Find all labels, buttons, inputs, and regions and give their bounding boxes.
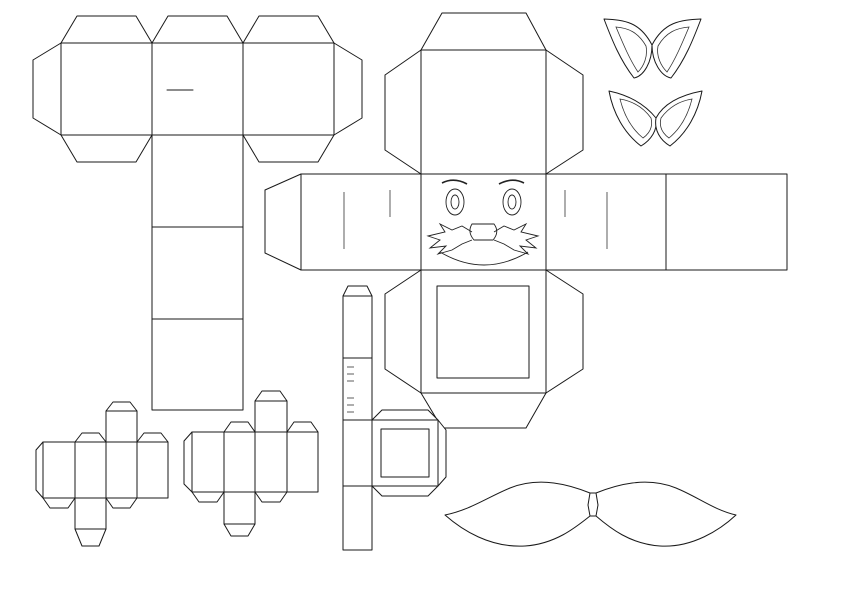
body-cube-net (32, 15, 363, 411)
leg-bottom-flap (74, 528, 107, 547)
head-front-face (420, 173, 547, 271)
mustache-left (426, 222, 473, 255)
body-face-5 (151, 226, 244, 320)
arm-strip (342, 295, 373, 551)
head-top-flap (420, 12, 547, 51)
ear-inner (657, 26, 690, 73)
ear-outer (651, 18, 702, 79)
leg-face (191, 431, 225, 493)
mustache-right (493, 222, 540, 255)
leg-left-tab (35, 441, 44, 499)
leg-side-tab (136, 432, 169, 443)
leg-net-left (35, 401, 169, 547)
body-bottom-flap-1 (60, 134, 153, 163)
hand-inner-square (380, 428, 430, 478)
ear-pair-top (603, 18, 702, 79)
leg-upper-face (105, 410, 138, 443)
body-face-2 (151, 42, 244, 136)
hand-top-flap (371, 409, 439, 421)
leg-bottom-flap (223, 523, 256, 537)
body-face-1 (60, 42, 153, 136)
body-face-3 (242, 42, 335, 136)
ear-outer (608, 90, 657, 147)
head-bottom-right-flap (545, 269, 584, 394)
mustache-left-half (444, 481, 591, 547)
body-right-flap (333, 42, 363, 136)
hand-bottom-flap (371, 485, 439, 497)
head-left-face (300, 173, 422, 271)
leg-side-tab (42, 497, 76, 509)
leg-face (105, 441, 138, 499)
leg-side-tab (191, 491, 225, 503)
leg-net-right (183, 390, 319, 537)
body-top-flap-3 (242, 15, 335, 44)
leg-side-tab (254, 491, 288, 503)
ear-outer (655, 90, 703, 147)
arm-top-flap (342, 285, 373, 297)
body-bottom-flap-3 (242, 134, 335, 163)
body-face-4 (151, 134, 244, 228)
head-top-left-flap (384, 49, 422, 175)
head-top-right-flap (545, 49, 584, 175)
left-pupil (450, 194, 460, 210)
body-top-flap-1 (60, 15, 153, 44)
right-pupil (507, 194, 517, 210)
hand-right-flap (437, 419, 447, 487)
head-cube-net (264, 12, 788, 429)
leg-side-tab (223, 421, 256, 433)
leg-upper-face (254, 400, 288, 433)
right-eyebrow (498, 179, 525, 185)
head-back-face (665, 173, 788, 271)
body-face-6 (151, 318, 244, 411)
ear-inner (619, 98, 652, 139)
leg-face (42, 441, 76, 499)
head-side-flap (264, 173, 302, 271)
leg-top-flap (254, 390, 288, 402)
ears (603, 18, 703, 147)
neck-opening (436, 285, 530, 379)
leg-face (254, 431, 288, 493)
left-eyebrow (441, 179, 468, 185)
leg-side-tab (74, 432, 107, 443)
mustache-knot (587, 492, 599, 517)
mouth (439, 251, 529, 266)
ear-inner (660, 98, 693, 139)
arm-net (342, 285, 447, 551)
ear-inner (615, 26, 647, 73)
leg-lower-face (223, 491, 256, 525)
leg-face (286, 431, 319, 493)
right-eye (502, 188, 522, 216)
nose (469, 223, 498, 241)
leg-face (74, 441, 107, 499)
face-drawing (426, 179, 540, 266)
leg-face (136, 441, 169, 499)
leg-left-tab (183, 431, 193, 493)
head-top-face (420, 49, 547, 175)
body-top-flap-2 (151, 15, 244, 44)
leg-side-tab (286, 421, 319, 433)
leg-side-tab (105, 497, 138, 509)
body-left-flap (32, 42, 62, 136)
leg-lower-face (74, 497, 107, 530)
ear-pair-bottom (608, 90, 703, 147)
ear-outer (603, 18, 653, 79)
leg-face (223, 431, 256, 493)
head-right-face (545, 173, 667, 271)
leg-top-flap (105, 401, 138, 412)
mustache-right-half (595, 481, 737, 547)
left-eye (445, 188, 465, 216)
mustache (444, 481, 737, 547)
head-bottom-left-flap (384, 269, 422, 394)
